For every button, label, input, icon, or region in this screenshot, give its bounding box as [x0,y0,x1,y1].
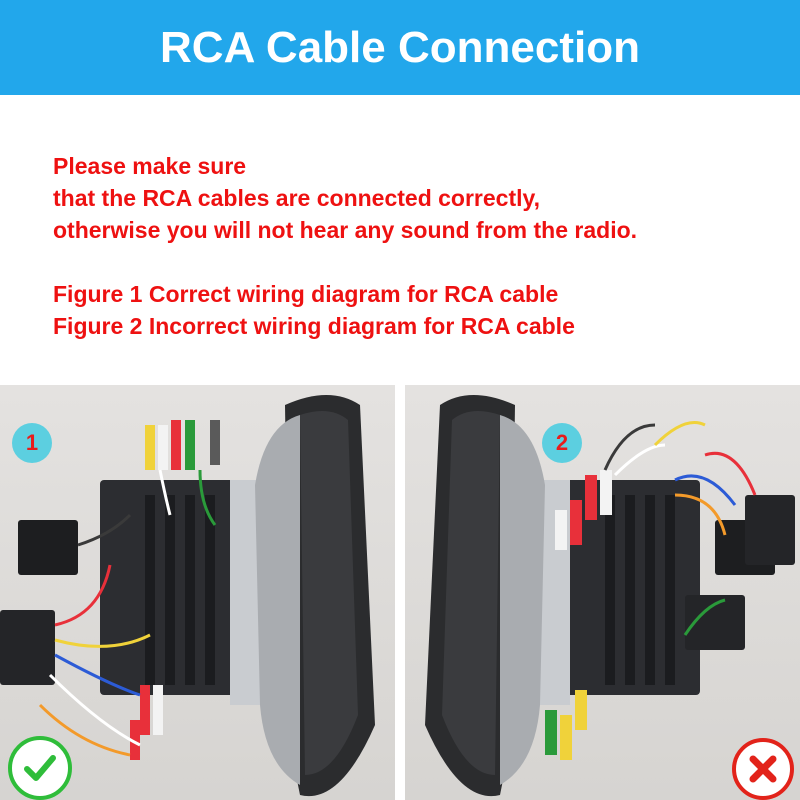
figure-1-photo: 1 [0,385,395,800]
notice-line-1: Please make sure [53,153,247,179]
notice-line-2: that the RCA cables are connected correc… [53,185,540,211]
title-banner: RCA Cable Connection [0,0,800,95]
cross-icon [732,738,794,800]
figure-number: 1 [25,430,39,455]
radio-wiring-photo-incorrect [425,395,795,797]
radio-wiring-photo-correct [0,395,375,797]
figure-divider [395,385,405,800]
figure-number-badge: 2 [542,423,582,463]
figure-number-badge: 1 [12,423,52,463]
figure-1-caption: Figure 1 Correct wiring diagram for RCA … [53,281,559,307]
notice-line-3: otherwise you will not hear any sound fr… [53,217,638,243]
figure-2-caption: Figure 2 Incorrect wiring diagram for RC… [53,313,575,339]
figure-2-photo: 2 [405,385,800,800]
check-icon [8,736,72,800]
page-title: RCA Cable Connection [160,23,640,72]
notice-text: Please make sure that the RCA cables are… [53,150,783,342]
notice-spacer [53,246,783,278]
figure-number: 2 [555,430,569,455]
